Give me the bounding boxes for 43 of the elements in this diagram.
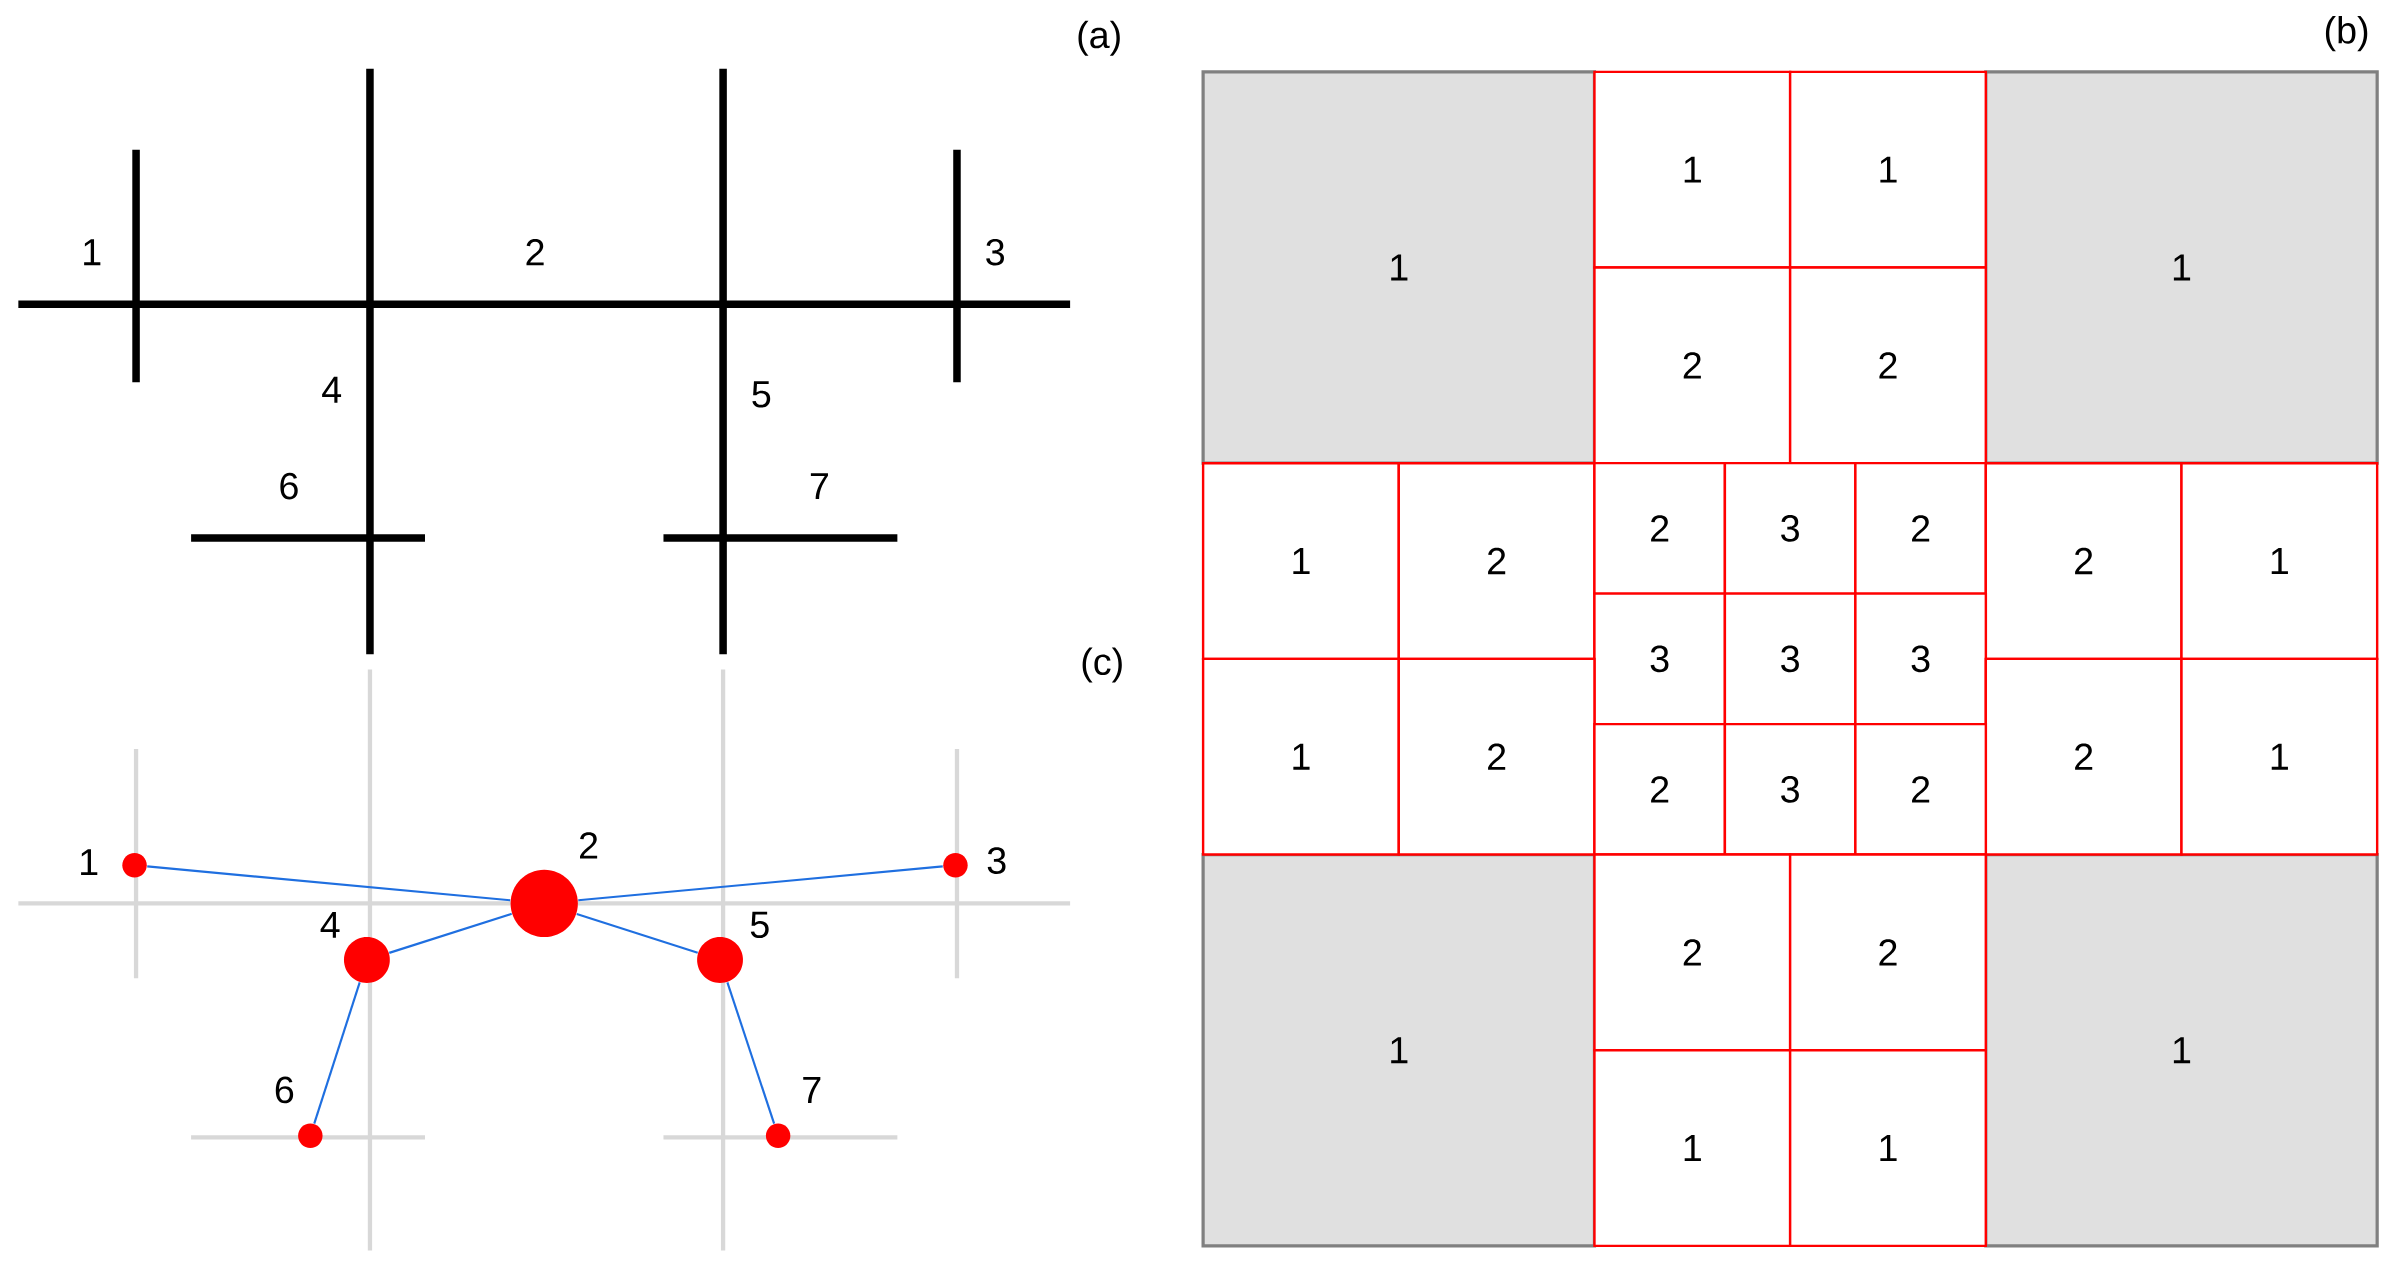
connector-line <box>578 865 943 902</box>
panel-letter: (c) <box>1082 647 1122 683</box>
shaded-cell: 1 <box>1201 70 1597 465</box>
grid-cell: 1 <box>1201 657 1400 856</box>
node-number: 5 <box>750 911 769 938</box>
connector-line <box>576 912 698 954</box>
segment-number: 6 <box>280 472 298 500</box>
grid-cell: 3 <box>1854 592 1988 726</box>
grid-cell: 1 <box>1201 461 1400 660</box>
node-number: 2 <box>580 832 598 859</box>
shaded-cell: 1 <box>1984 852 2379 1248</box>
segment-number: 1 <box>84 239 101 266</box>
segment-number: 7 <box>810 473 828 499</box>
grid-cell: 2 <box>1854 722 1988 856</box>
connector-line <box>388 912 512 954</box>
node-number: 1 <box>81 849 98 875</box>
segment-number: 3 <box>986 238 1004 266</box>
segment-number: 2 <box>526 238 544 266</box>
grid-cell: 1 <box>1593 70 1792 269</box>
grid-cell: 2 <box>1593 461 1727 595</box>
connector-line <box>726 981 776 1124</box>
segment-number: 4 <box>322 376 342 403</box>
shaded-cell: 1 <box>1201 852 1597 1248</box>
grid-cell: 1 <box>1788 70 1987 269</box>
connector-line <box>147 865 511 902</box>
panel-letter: (a) <box>1078 20 1120 56</box>
grid-cell: 3 <box>1723 722 1857 856</box>
grid-cell: 1 <box>1788 1048 1987 1247</box>
grid-cell: 3 <box>1723 461 1857 595</box>
grid-cell: 3 <box>1723 592 1857 726</box>
grid-cell: 2 <box>1854 461 1988 595</box>
node-number: 6 <box>275 1076 294 1104</box>
grid-cell: 1 <box>1593 1048 1792 1247</box>
node-number: 4 <box>320 911 340 938</box>
segment-number: 5 <box>752 381 771 408</box>
grid-cell: 1 <box>2180 461 2379 660</box>
node-number: 3 <box>987 847 1006 874</box>
grid-cell: 2 <box>1593 722 1727 856</box>
grid-cell: 1 <box>2180 657 2379 856</box>
shaded-cell: 1 <box>1984 70 2379 465</box>
connector-line <box>313 981 361 1124</box>
grid-cell: 3 <box>1593 592 1727 726</box>
node-number: 7 <box>803 1076 821 1103</box>
